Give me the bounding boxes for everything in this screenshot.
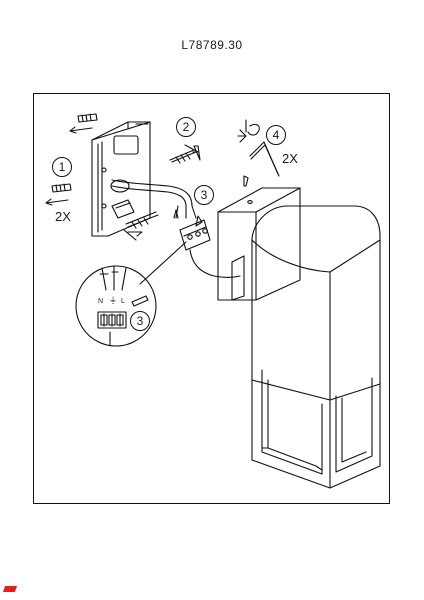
lamp-body [217, 187, 381, 489]
diagram-frame [33, 93, 390, 504]
step-3-detail-badge: 3 [130, 311, 150, 331]
wire-connector-small [111, 199, 135, 219]
screw-top [169, 144, 201, 164]
step-4-badge: 4 [266, 125, 286, 145]
terminal-ground-mark: ⏚ [109, 296, 117, 305]
wall-plug-top [69, 113, 98, 134]
keys-quantity-label: 2X [282, 151, 298, 166]
wall-plug-bottom [45, 183, 72, 206]
terminal-neutral-mark: N [98, 298, 104, 305]
step-2-badge: 2 [176, 117, 196, 137]
zoom-leader [139, 241, 187, 285]
brand-logo-mark [2, 586, 18, 592]
screw-bottom [123, 211, 159, 241]
screws-quantity-label: 2X [55, 209, 71, 224]
supply-cable [111, 179, 197, 219]
step-1-badge: 1 [52, 157, 72, 177]
allen-key-and-screw [237, 119, 280, 187]
terminal-block [179, 215, 241, 279]
step-3-badge: 3 [194, 185, 214, 205]
wiring-detail-circle [75, 265, 157, 347]
mounting-bracket [91, 121, 151, 237]
terminal-live-mark: L [121, 298, 125, 305]
model-code: L78789.30 [181, 38, 243, 52]
